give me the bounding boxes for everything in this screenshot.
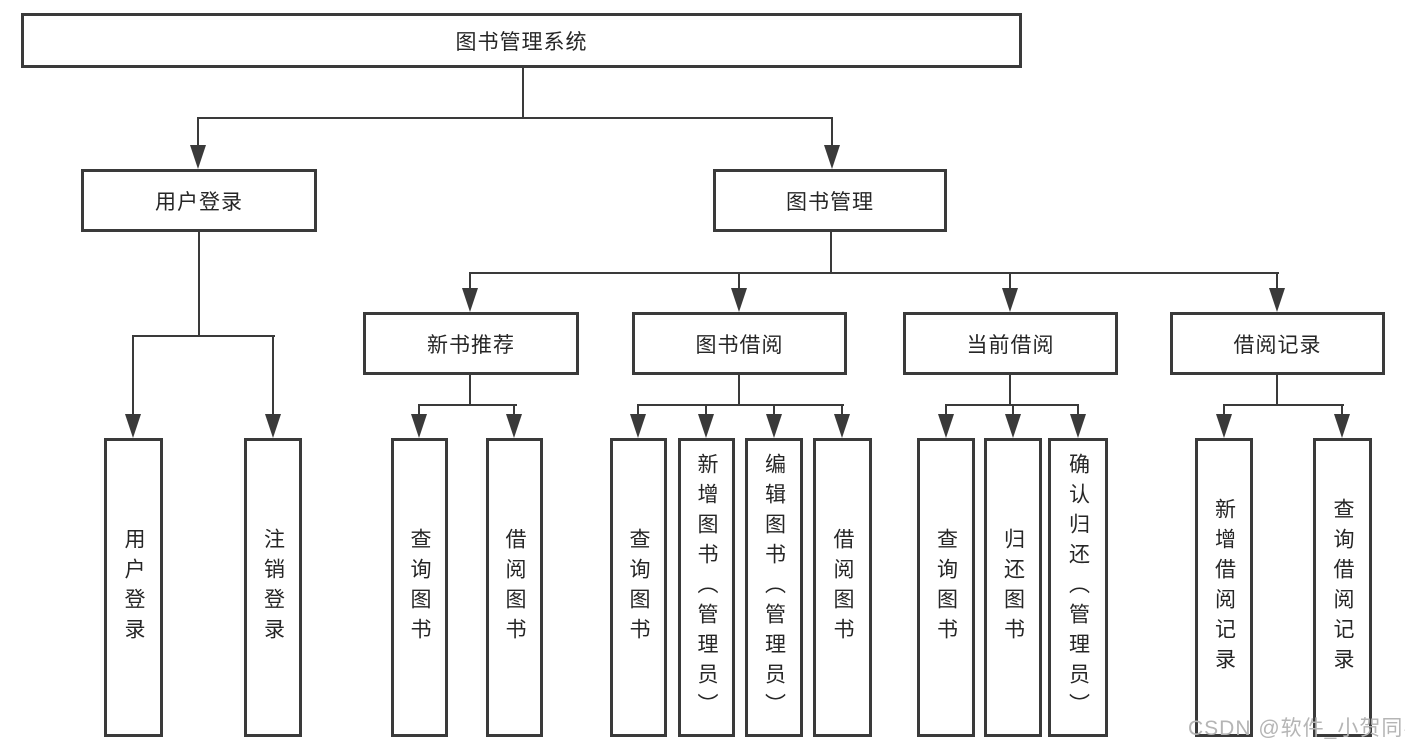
node-user-login-leaf-label: 用户登录 — [122, 527, 145, 648]
node-book-management-label: 图书管理 — [786, 190, 874, 214]
connector-user-login-stem-1 — [132, 335, 134, 415]
node-records-add-record-label: 新增借阅记录 — [1212, 497, 1236, 678]
arrow-to-borrowing-add-books — [698, 414, 714, 438]
arrow-to-logout-leaf — [265, 414, 281, 438]
connector-user-login-hline — [132, 335, 275, 337]
arrow-to-borrowing-borrow-books — [834, 414, 850, 438]
node-records-query-record: 查询借阅记录 — [1313, 438, 1372, 737]
node-records-add-record: 新增借阅记录 — [1195, 438, 1253, 737]
arrow-to-recommend-borrow-books — [506, 414, 522, 438]
node-library-management-system-label: 图书管理系统 — [455, 30, 588, 54]
connector-book-management-stem-1 — [469, 272, 471, 289]
node-current-return-books-label: 归还图书 — [1001, 527, 1025, 648]
arrow-to-records-add-record — [1216, 414, 1232, 438]
arrow-to-user-login — [190, 145, 206, 169]
node-borrowing-add-books-admin: 新增图书（管理员） — [678, 438, 735, 737]
connector-current-stem-2 — [1012, 404, 1014, 416]
node-recommend-query-books-label: 查询图书 — [408, 527, 431, 648]
connector-book-management-hline — [469, 272, 1279, 274]
node-new-book-recommend: 新书推荐 — [363, 312, 579, 375]
arrow-to-current-return-books — [1005, 414, 1021, 438]
connector-root-stem-right — [831, 117, 833, 148]
node-current-borrowing-label: 当前借阅 — [966, 333, 1055, 357]
arrow-to-records-query-record — [1334, 414, 1350, 438]
node-borrowing-borrow-books: 借阅图书 — [813, 438, 872, 737]
connector-borrowing-stem-1 — [637, 404, 639, 416]
connector-current-stem-1 — [945, 404, 947, 416]
connector-book-management-stem-2 — [738, 272, 740, 289]
connector-root-stem-left — [197, 117, 199, 148]
node-records-query-record-label: 查询借阅记录 — [1331, 497, 1354, 678]
connector-borrowing-stem-2 — [705, 404, 707, 416]
connector-current-vline — [1009, 375, 1011, 405]
arrow-to-recommend-query-books — [411, 414, 427, 438]
connector-user-login-stem-2 — [272, 335, 274, 415]
csdn-watermark: CSDN @软件_小贺同学 — [1188, 717, 1405, 740]
connector-borrowing-stem-4 — [841, 404, 843, 416]
connector-recommend-stem-1 — [418, 404, 420, 416]
connector-book-management-stem-3 — [1009, 272, 1011, 289]
connector-book-management-stem-4 — [1276, 272, 1278, 289]
node-recommend-borrow-books-label: 借阅图书 — [503, 527, 526, 648]
node-borrowing-edit-books-admin-label: 编辑图书（管理员） — [762, 452, 786, 723]
connector-root-hline — [197, 117, 833, 119]
arrow-to-current-query-books — [938, 414, 954, 438]
connector-records-stem-2 — [1341, 404, 1343, 416]
node-current-confirm-return-admin: 确认归还（管理员） — [1048, 438, 1108, 737]
arrow-to-borrowing-edit-books — [766, 414, 782, 438]
node-borrowing-records-label: 借阅记录 — [1233, 333, 1322, 357]
node-book-borrowing-label: 图书借阅 — [695, 333, 784, 357]
connector-borrowing-stem-3 — [773, 404, 775, 416]
connector-user-login-vline — [198, 232, 200, 336]
node-user-login-leaf: 用户登录 — [104, 438, 163, 737]
connector-recommend-stem-2 — [513, 404, 515, 416]
node-book-borrowing: 图书借阅 — [632, 312, 847, 375]
connector-root-vline — [522, 68, 524, 118]
node-borrowing-add-books-admin-label: 新增图书（管理员） — [695, 452, 718, 723]
arrow-to-book-management — [824, 145, 840, 169]
node-current-borrowing: 当前借阅 — [903, 312, 1118, 375]
node-current-return-books: 归还图书 — [984, 438, 1042, 737]
connector-records-hline — [1223, 404, 1344, 406]
node-new-book-recommend-label: 新书推荐 — [427, 333, 515, 357]
node-logout-leaf-label: 注销登录 — [261, 527, 285, 648]
node-borrowing-query-books-label: 查询图书 — [627, 527, 650, 648]
connector-borrowing-vline — [738, 375, 740, 405]
connector-records-vline — [1276, 375, 1278, 405]
node-recommend-borrow-books: 借阅图书 — [486, 438, 543, 737]
connector-borrowing-hline — [637, 404, 844, 406]
node-borrowing-query-books: 查询图书 — [610, 438, 667, 737]
arrow-to-borrowing-records — [1269, 288, 1285, 312]
connector-book-management-vline — [830, 232, 832, 274]
node-borrowing-records: 借阅记录 — [1170, 312, 1385, 375]
arrow-to-user-login-leaf — [125, 414, 141, 438]
node-borrowing-edit-books-admin: 编辑图书（管理员） — [745, 438, 803, 737]
node-logout-leaf: 注销登录 — [244, 438, 302, 737]
node-library-management-system: 图书管理系统 — [21, 13, 1022, 68]
node-current-confirm-return-admin-label: 确认归还（管理员） — [1066, 452, 1090, 723]
connector-recommend-hline — [418, 404, 517, 406]
connector-current-stem-3 — [1077, 404, 1079, 416]
arrow-to-borrowing-query-books — [630, 414, 646, 438]
node-current-query-books: 查询图书 — [917, 438, 975, 737]
node-recommend-query-books: 查询图书 — [391, 438, 448, 737]
arrow-to-book-borrowing — [731, 288, 747, 312]
arrow-to-current-confirm-return — [1070, 414, 1086, 438]
node-current-query-books-label: 查询图书 — [934, 527, 958, 648]
node-book-management: 图书管理 — [713, 169, 947, 232]
node-borrowing-borrow-books-label: 借阅图书 — [831, 527, 854, 648]
node-user-login: 用户登录 — [81, 169, 317, 232]
node-user-login-label: 用户登录 — [155, 190, 243, 214]
connector-recommend-vline — [469, 375, 471, 405]
arrow-to-current-borrowing — [1002, 288, 1018, 312]
connector-records-stem-1 — [1223, 404, 1225, 416]
arrow-to-new-book-recommend — [462, 288, 478, 312]
